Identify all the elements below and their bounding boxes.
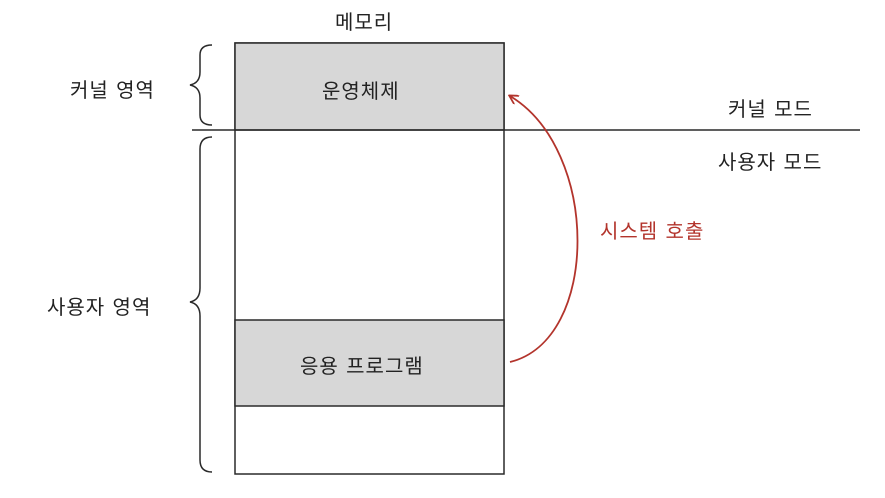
user-area-label: 사용자 영역 <box>47 295 152 319</box>
kernel-area-brace <box>189 44 213 126</box>
kernel-mode-label: 커널 모드 <box>728 97 813 121</box>
kernel-area-label: 커널 영역 <box>70 78 155 102</box>
os-block <box>234 42 505 131</box>
user-mode-label: 사용자 모드 <box>718 150 823 174</box>
memory-title: 메모리 <box>335 10 394 34</box>
system-call-arrow <box>510 96 579 363</box>
system-call-label: 시스템 호출 <box>600 219 705 243</box>
os-label: 운영체제 <box>322 79 400 103</box>
app-label: 응용 프로그램 <box>300 354 424 378</box>
user-area-brace <box>189 136 213 473</box>
app-block <box>234 319 505 407</box>
